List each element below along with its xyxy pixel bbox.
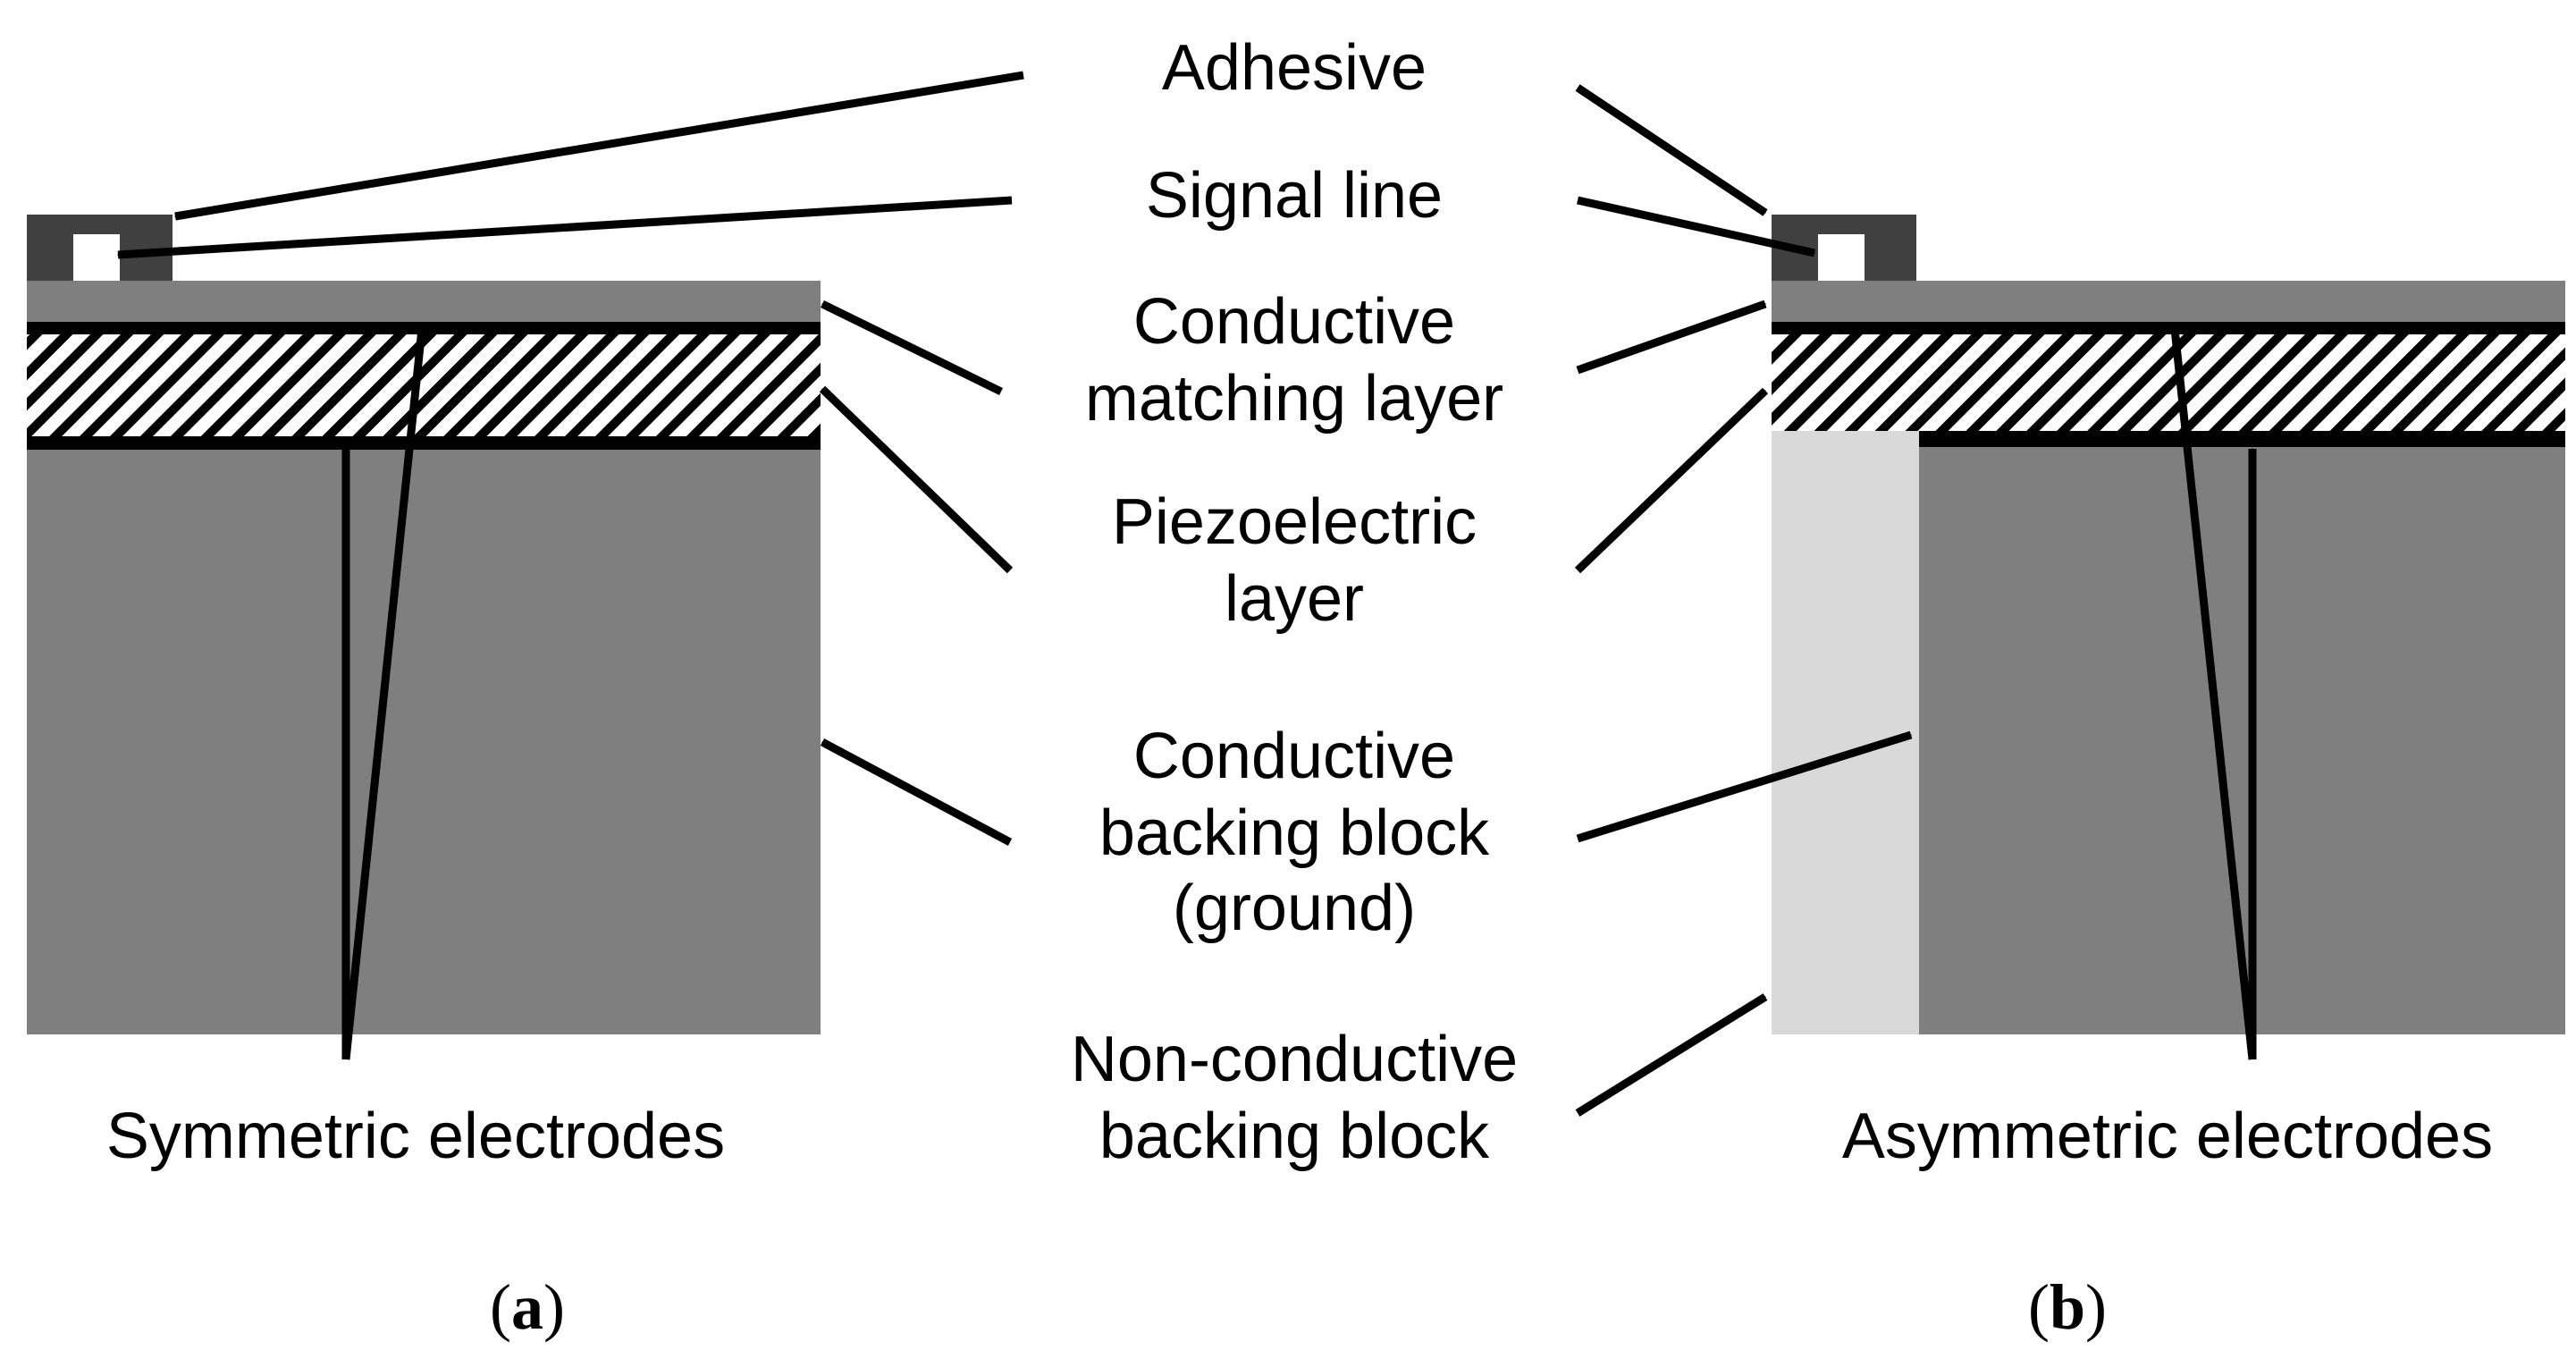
label-matching-layer-line2: matching layer	[1085, 363, 1503, 435]
label-matching-layer-line1: Conductive	[1133, 286, 1455, 358]
panel-a-transducer	[27, 215, 821, 1034]
panel-a-matching-layer	[27, 281, 821, 322]
arrow-nonconductive-backing-b	[1575, 993, 1768, 1117]
panel-a-top-electrode	[27, 321, 821, 334]
label-adhesive: Adhesive	[1162, 32, 1427, 104]
panel-b-bottom-electrode	[1919, 431, 2565, 447]
label-conductive-backing-line1: Conductive	[1133, 721, 1455, 792]
arrow-signal-line-a	[118, 196, 1013, 259]
label-symmetric-electrodes: Symmetric electrodes	[106, 1101, 725, 1172]
arrow-piezoelectric-layer-b	[1574, 387, 1769, 574]
label-conductive-backing-line3: (ground)	[1173, 873, 1416, 944]
label-nonconductive-backing-line1: Non-conductive	[1071, 1024, 1518, 1095]
panel-a-bottom-electrode	[27, 436, 821, 450]
leader-arrows	[118, 71, 2257, 1117]
panel-b-signal-line	[1818, 234, 1865, 281]
label-asymmetric-electrodes: Asymmetric electrodes	[1842, 1101, 2493, 1172]
labels: Adhesive Signal line Conductive matching…	[106, 32, 2493, 1343]
panel-label-a: (a)	[490, 1271, 565, 1343]
arrow-signal-line-b	[1577, 196, 1814, 257]
label-conductive-backing-line2: backing block	[1099, 797, 1490, 869]
label-signal-line: Signal line	[1146, 160, 1443, 232]
panel-a-backing-block	[27, 447, 821, 1034]
label-piezoelectric-line1: Piezoelectric	[1112, 486, 1477, 558]
panel-b-piezoelectric-layer	[1772, 333, 2565, 431]
panel-label-b: (b)	[2028, 1271, 2107, 1343]
arrow-conductive-backing-b	[1576, 730, 1911, 843]
arrow-matching-layer-a	[821, 300, 1003, 396]
arrow-adhesive-a	[175, 71, 1024, 221]
arrow-conductive-backing-a	[820, 738, 1013, 846]
arrow-matching-layer-b	[1576, 300, 1765, 375]
panel-b-transducer	[1772, 215, 2565, 1034]
label-nonconductive-backing-line2: backing block	[1099, 1101, 1490, 1172]
arrow-symmetric-top-electrode	[341, 329, 426, 1060]
panel-b-top-electrode	[1772, 321, 2565, 334]
arrow-piezoelectric-layer-a	[819, 385, 1014, 574]
panel-b-nonconductive-backing-block	[1772, 431, 1919, 1034]
arrow-asymmetric-top-electrode	[2170, 329, 2257, 1060]
panel-a-signal-line	[73, 234, 120, 281]
arrow-adhesive-b	[1575, 84, 1768, 216]
label-piezoelectric-line2: layer	[1225, 563, 1364, 635]
panel-b-matching-layer	[1772, 281, 2565, 322]
